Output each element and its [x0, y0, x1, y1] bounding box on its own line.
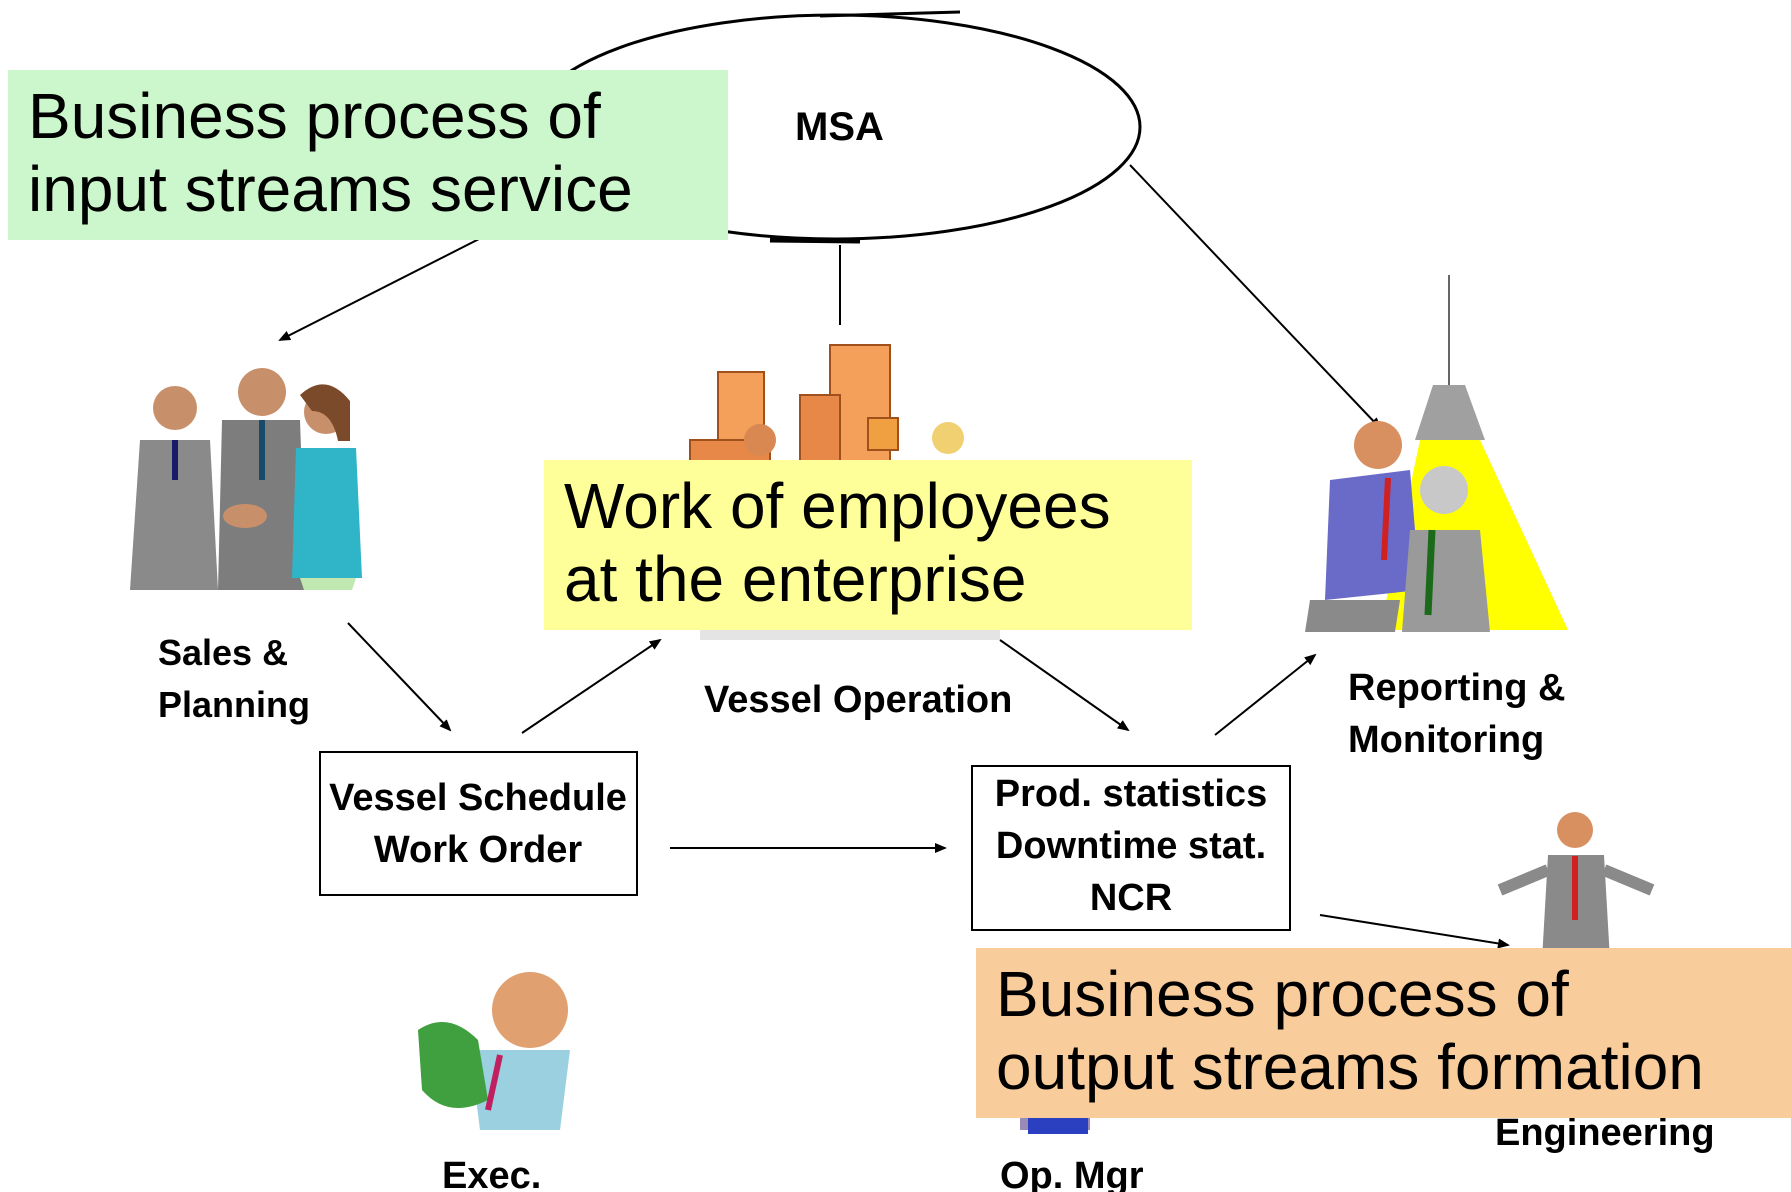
- callout-output-line2: output streams formation: [996, 1031, 1704, 1103]
- vessel-schedule-box: [319, 751, 638, 896]
- callout-input-streams: Business process of input streams servic…: [8, 70, 728, 240]
- prod-statistics-line1: Prod. statistics: [995, 773, 1267, 815]
- reporting-monitoring-illustration: [1305, 385, 1568, 632]
- callout-work-line1: Work of employees: [564, 470, 1111, 542]
- msa-bottom-mark: [769, 237, 861, 244]
- arrow-operation-to-stats: [999, 639, 1130, 732]
- prod-statistics-box: [971, 765, 1291, 931]
- reporting-monitoring-line2: Monitoring: [1348, 719, 1544, 761]
- exec-illustration: [418, 972, 570, 1130]
- prod-statistics-line2: Downtime stat.: [996, 825, 1266, 867]
- reporting-monitoring-line1: Reporting &: [1348, 667, 1565, 709]
- arrow-schedule-to-operation: [521, 638, 662, 734]
- prod-statistics-line3: NCR: [1090, 877, 1172, 919]
- msa-label: MSA: [795, 105, 884, 149]
- arrow-sales-to-schedule: [347, 622, 452, 732]
- sales-planning-illustration: [130, 368, 362, 590]
- op-mgr-label: Op. Mgr: [1000, 1155, 1144, 1192]
- connector-msa-to-reporting: [1129, 164, 1382, 430]
- vessel-operation-label: Vessel Operation: [704, 679, 1012, 721]
- callout-employee-work: Work of employees at the enterprise: [544, 460, 1192, 630]
- vessel-schedule-line2: Work Order: [374, 829, 583, 871]
- callout-input-line1: Business process of: [28, 80, 601, 152]
- callout-work-line2: at the enterprise: [564, 543, 1027, 615]
- engineering-label: Engineering: [1495, 1112, 1715, 1154]
- sales-planning-line2: Planning: [158, 684, 310, 725]
- arrow-stats-to-reporting: [1214, 653, 1317, 736]
- msa-top-mark: [819, 10, 961, 18]
- callout-output-streams: Business process of output streams forma…: [976, 948, 1791, 1118]
- vessel-schedule-line1: Vessel Schedule: [329, 777, 627, 819]
- callout-input-line2: input streams service: [28, 153, 633, 225]
- exec-label: Exec.: [442, 1155, 541, 1192]
- arrow-stats-to-engineering: [1319, 914, 1510, 949]
- sales-planning-line1: Sales &: [158, 632, 288, 673]
- callout-output-line1: Business process of: [996, 958, 1569, 1030]
